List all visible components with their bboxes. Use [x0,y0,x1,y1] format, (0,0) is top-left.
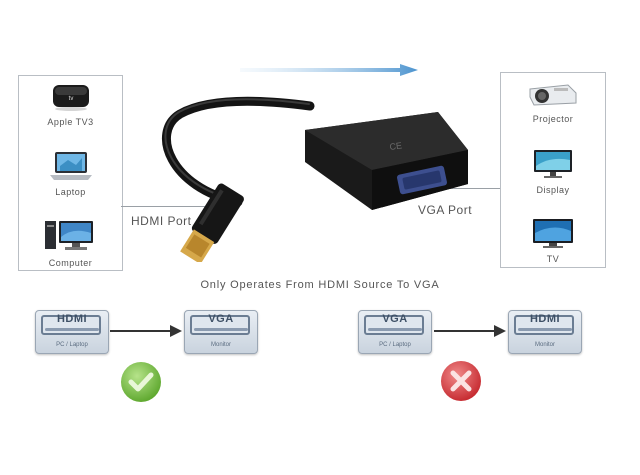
port-subtitle: Monitor [210,342,231,348]
port-subtitle: PC / Laptop [56,342,88,348]
source-devices-panel: tv Apple TV3 Laptop Computer [18,75,123,271]
display-icon [534,150,572,178]
check-icon [121,362,161,402]
device-laptop: Laptop [19,150,122,197]
device-label: Computer [48,258,93,268]
port-subtitle: PC / Laptop [379,342,411,348]
compatibility-caption: Only Operates From HDMI Source To VGA [200,279,440,291]
port-title: HDMI [529,313,561,325]
device-computer: Computer [19,219,122,268]
vga-target-port: VGA Monitor [184,310,258,354]
apple-tv-icon: tv [52,85,89,111]
hdmi-port-label: HDMI Port [131,214,192,228]
port-subtitle: Monitor [534,342,555,348]
cross-icon [441,361,481,401]
vga-source-port: VGA PC / Laptop [358,310,432,354]
target-devices-panel: Projector Display TV [500,72,606,268]
port-title: VGA [382,313,408,325]
arrow-head-icon [494,325,506,337]
arrow-head-icon [170,325,182,337]
unsupported-arrow [434,330,494,332]
device-projector: Projector [501,79,605,124]
device-display: Display [501,148,605,195]
device-tv: TV [501,217,605,264]
hdmi-connector-line [121,206,216,207]
projector-icon [529,84,577,106]
supported-arrow [110,330,170,332]
vga-connector-line [430,188,500,189]
computer-icon [44,221,93,250]
hdmi-source-port: HDMI PC / Laptop [35,310,109,354]
direction-arrow-icon [240,64,418,76]
device-label: TV [546,254,560,264]
device-label: Laptop [55,187,86,197]
vga-port-label: VGA Port [418,203,473,217]
hdmi-to-vga-adapter-image: CE [161,96,468,262]
tv-icon [533,219,573,248]
device-label: Display [536,185,570,195]
port-title: VGA [208,313,234,325]
laptop-icon [49,152,92,180]
device-label: Apple TV3 [47,117,94,127]
adapter-marking: CE [389,140,403,152]
hdmi-target-port: HDMI Monitor [508,310,582,354]
port-title: HDMI [56,313,88,325]
device-apple-tv: tv Apple TV3 [19,82,122,127]
svg-text:tv: tv [68,96,73,102]
device-label: Projector [532,114,574,124]
